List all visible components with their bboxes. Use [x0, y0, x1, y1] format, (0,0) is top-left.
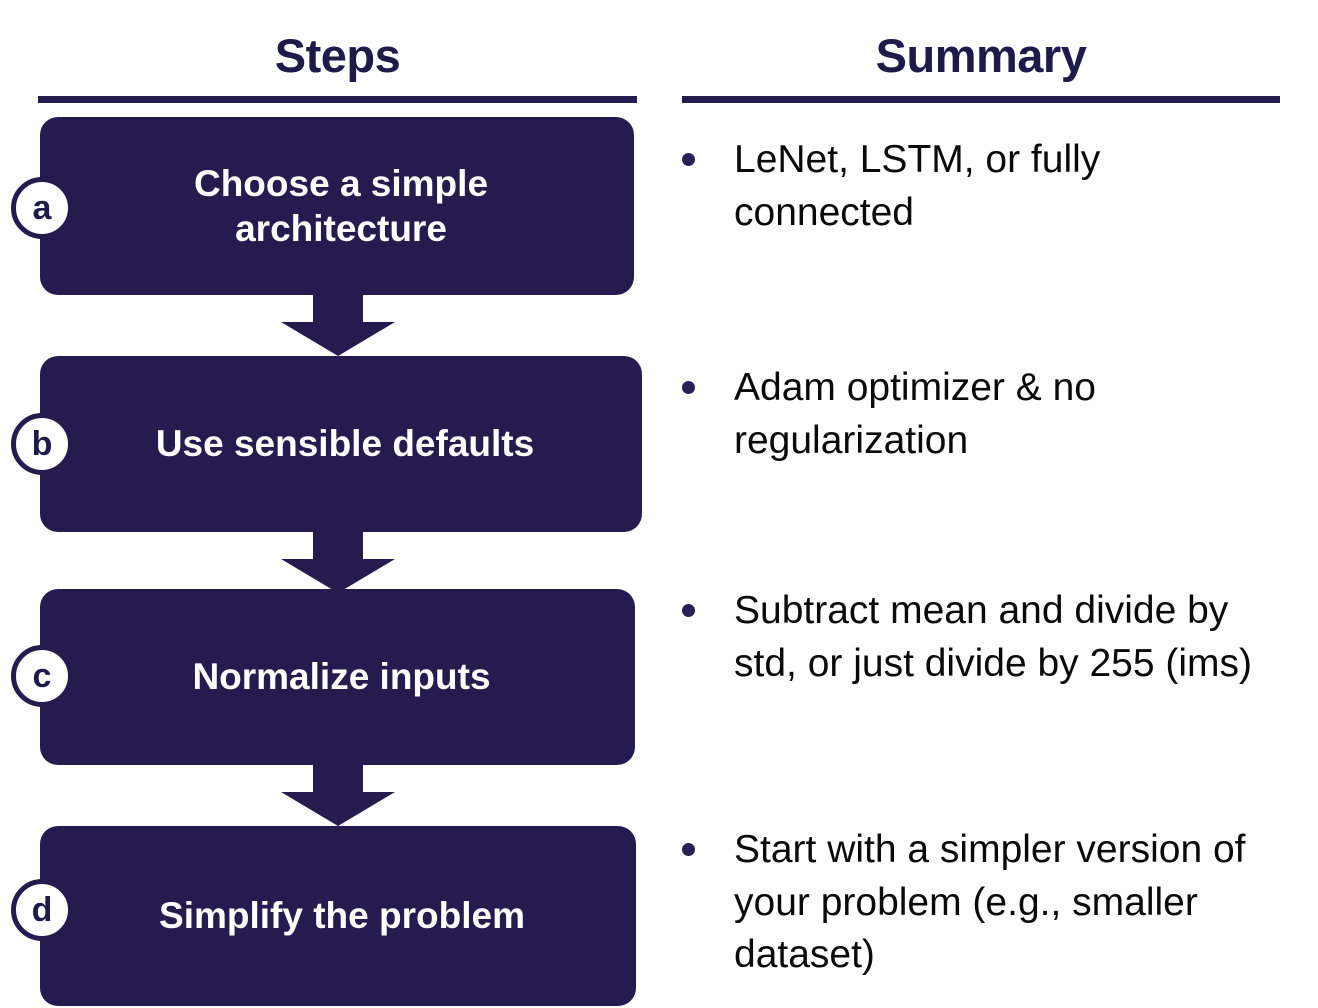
bullet-dot-icon	[682, 381, 695, 394]
summary-bullet-d-text: Start with a simpler version of your pro…	[734, 828, 1246, 977]
step-box-b[interactable]: Use sensible defaults	[40, 356, 642, 532]
bullet-dot-icon	[682, 153, 695, 166]
steps-header-rule	[38, 96, 637, 103]
summary-bullet-c: Subtract mean and divide by std, or just…	[682, 585, 1288, 690]
step-box-d[interactable]: Simplify the problem	[40, 826, 636, 1006]
summary-bullet-c-text: Subtract mean and divide by std, or just…	[734, 589, 1253, 685]
summary-bullet-b: Adam optimizer & no regularization	[682, 362, 1288, 467]
step-box-c-label: Normalize inputs	[192, 656, 491, 698]
step-box-c[interactable]: Normalize inputs	[40, 589, 635, 765]
summary-column-title: Summary	[875, 29, 1087, 82]
step-box-a-label: Choose a simple architecture	[193, 162, 489, 249]
summary-bullet-b-text: Adam optimizer & no regularization	[734, 366, 1096, 462]
bullet-dot-icon	[682, 604, 695, 617]
step-badge-b: b	[11, 413, 73, 475]
summary-bullet-a: LeNet, LSTM, or fully connected	[682, 134, 1288, 239]
step-box-d-label: Simplify the problem	[159, 895, 525, 937]
arrow-down-icon-a-to-b	[281, 294, 395, 356]
step-box-a[interactable]: Choose a simple architecture	[40, 117, 634, 295]
summary-header-rule	[682, 96, 1280, 103]
step-badge-d: d	[11, 879, 73, 941]
step-box-b-label: Use sensible defaults	[155, 423, 535, 465]
bullet-dot-icon	[682, 843, 695, 856]
step-badge-c: c	[11, 645, 73, 707]
step-badge-a: a	[11, 177, 73, 239]
summary-bullet-a-text: LeNet, LSTM, or fully connected	[734, 138, 1101, 234]
summary-bullet-d: Start with a simpler version of your pro…	[682, 824, 1288, 982]
arrow-down-icon-b-to-c	[281, 531, 395, 593]
steps-column-title: Steps	[274, 29, 401, 82]
arrow-down-icon-c-to-d	[281, 764, 395, 826]
